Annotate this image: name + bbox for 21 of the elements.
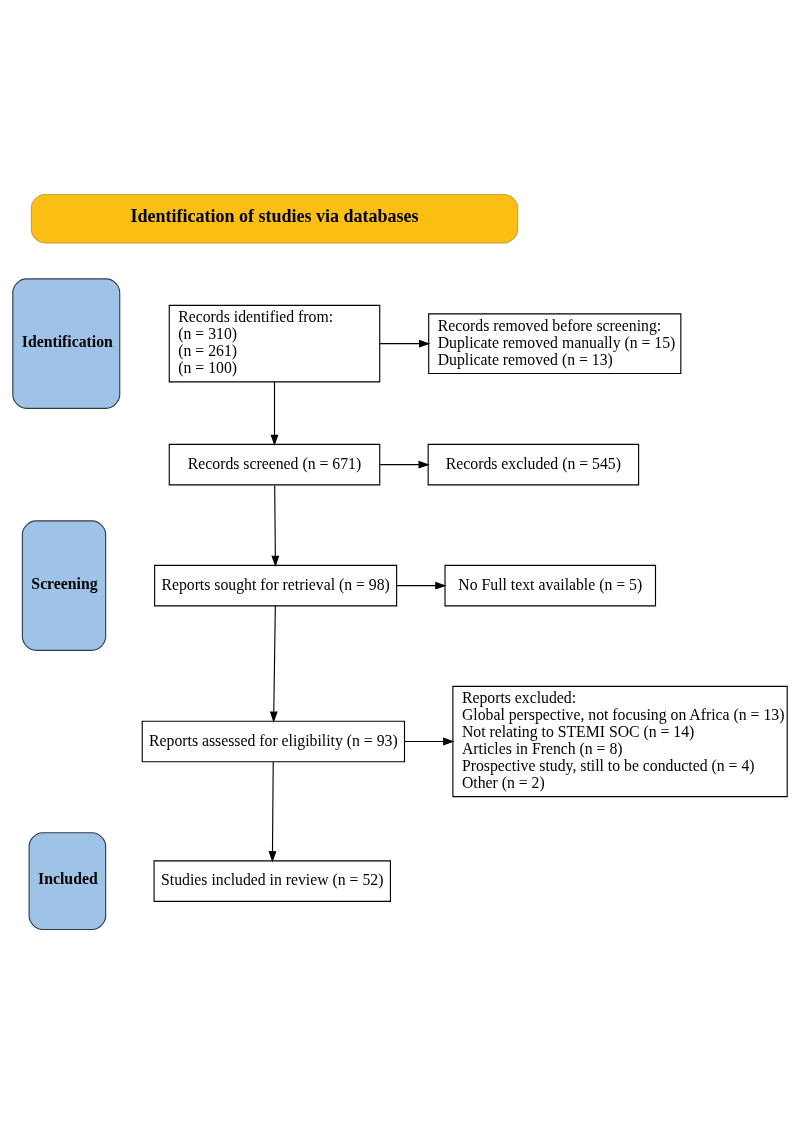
node-box: Studies included in review (n = 52)	[153, 859, 391, 902]
arrow	[404, 737, 455, 745]
node-box: Included	[28, 831, 107, 930]
arrow	[270, 380, 279, 446]
node-box: Reports assessed for eligibility (n = 93)	[141, 720, 406, 762]
node-box: Reports sought for retrieval (n = 98)	[154, 564, 398, 606]
node-box: Records identified from: (n = 310) (n = 261) (n = 100)	[168, 304, 381, 382]
node-box: Identification	[12, 277, 121, 409]
arrow	[396, 581, 447, 590]
node-box: Screening	[21, 519, 107, 651]
arrow	[379, 460, 430, 469]
node-box: Records excluded (n = 545)	[427, 443, 640, 485]
arrow	[379, 339, 431, 348]
node-box: Identification of studies via databases	[30, 193, 519, 243]
node-box: Records screened (n = 671)	[168, 443, 381, 485]
arrow	[269, 604, 278, 723]
node-box: No Full text available (n = 5)	[444, 564, 657, 606]
node-box: Reports excluded: Global perspective, not focusing on Africa (n = 13) Not relating to STEMI SOC (n = 14) Articles in French (n = 8) Prospective study, still to be conducted (n = 4) Other (n = 2)	[452, 685, 788, 797]
arrow	[271, 484, 280, 567]
node-box: Records removed before screening: Duplicate removed manually (n = 15) Duplicate removed (n = 13)	[428, 312, 682, 374]
arrow	[268, 760, 277, 862]
